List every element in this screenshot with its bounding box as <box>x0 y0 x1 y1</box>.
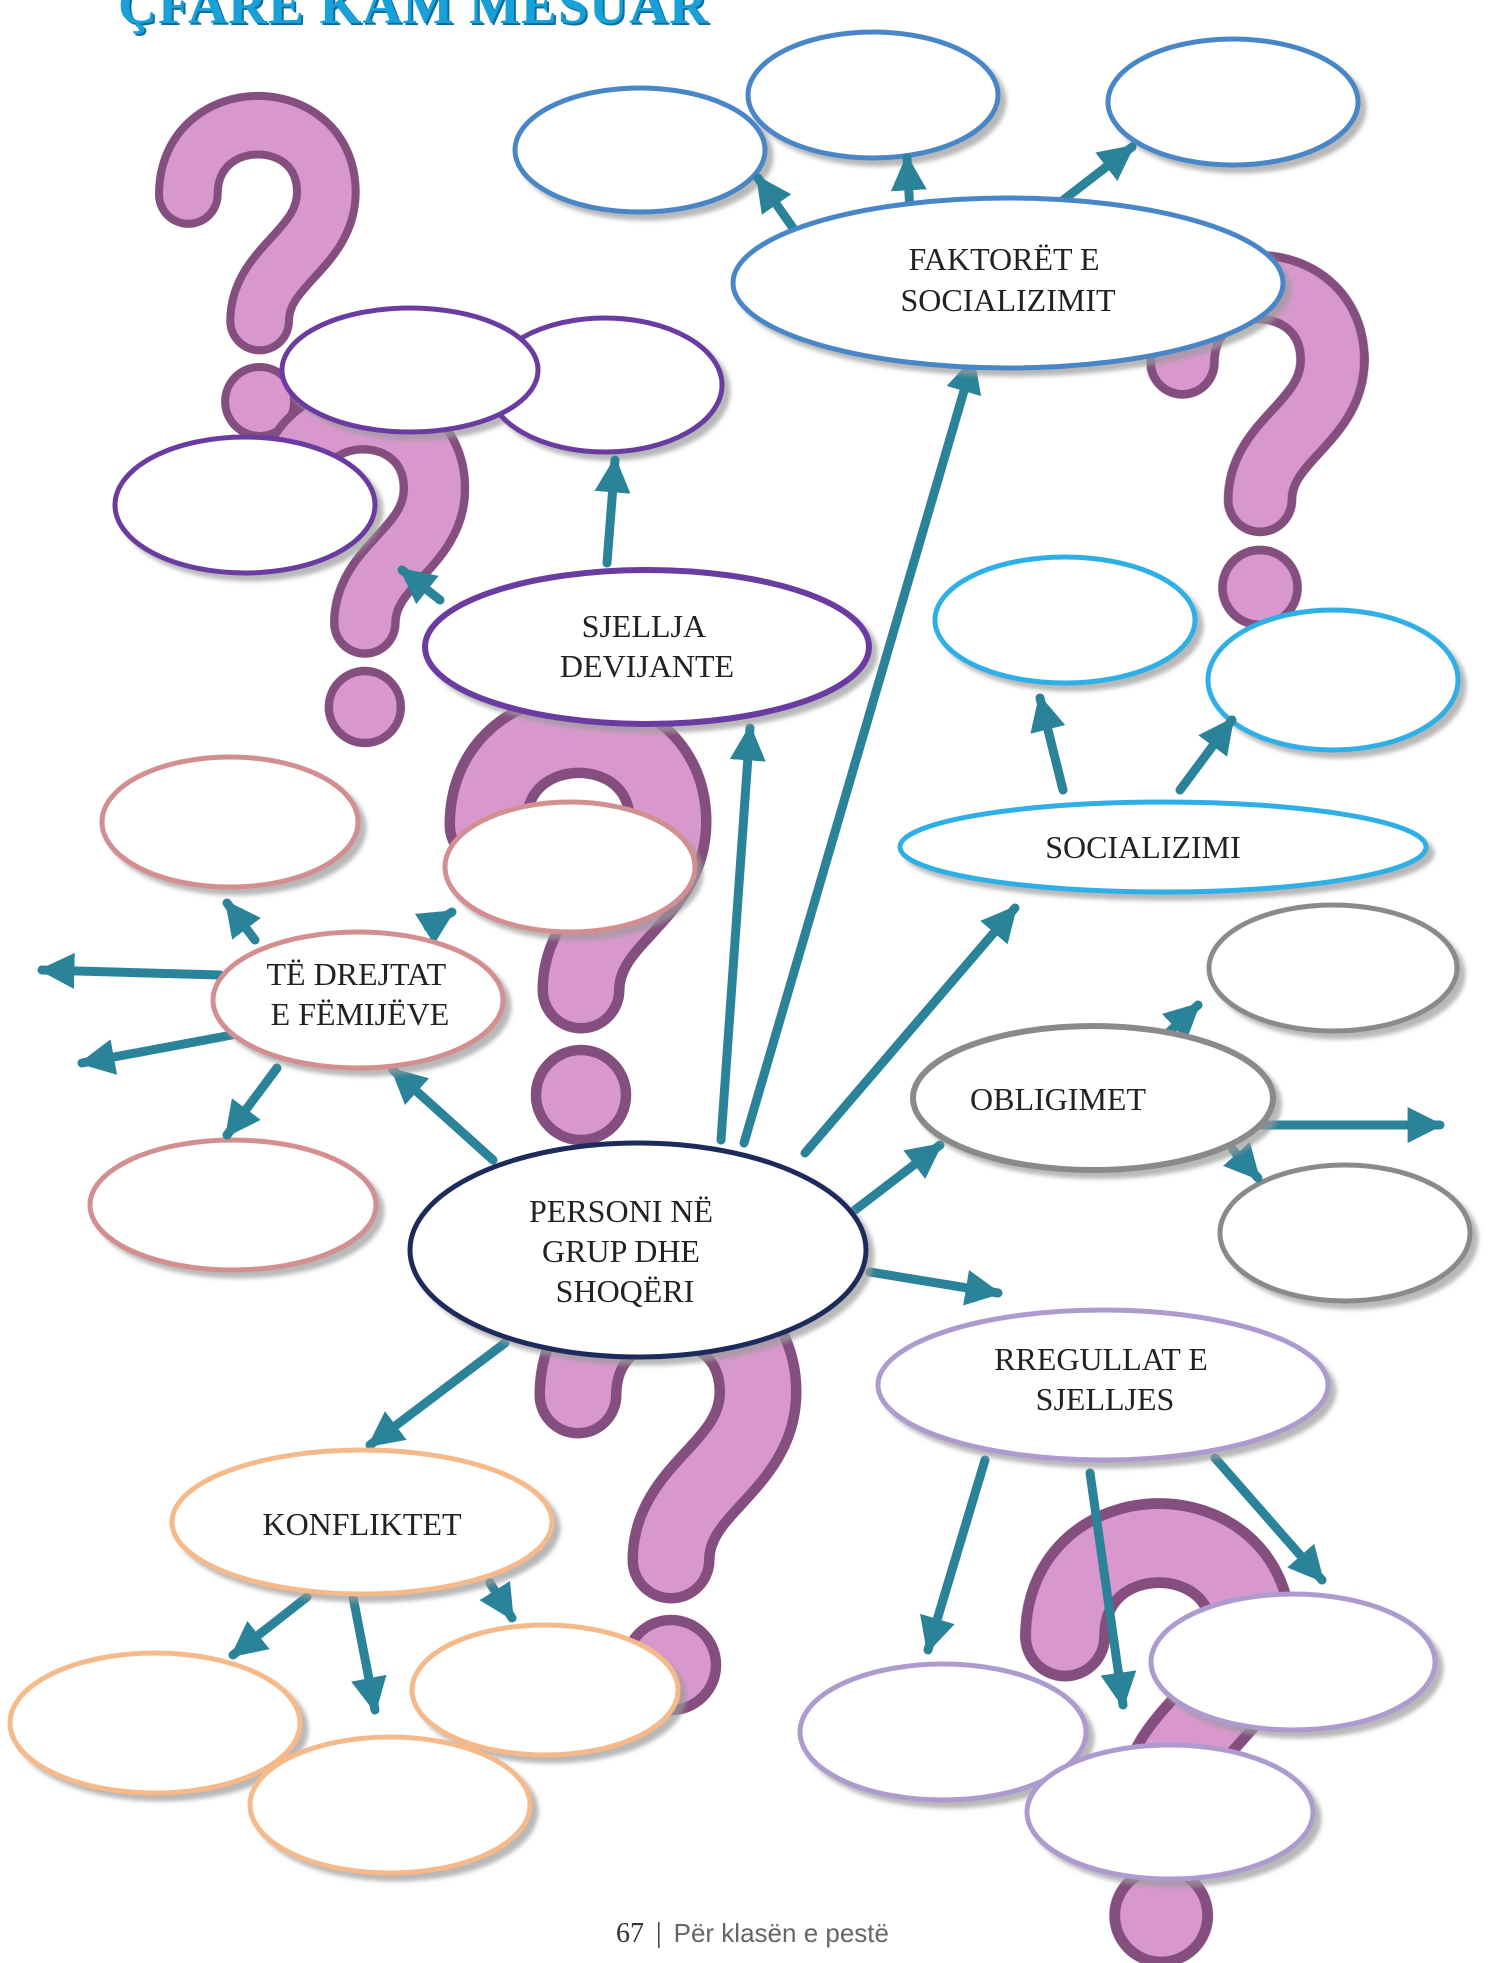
arrow-icon <box>222 898 261 945</box>
arrow-icon <box>739 355 982 1148</box>
arrow-icon <box>365 1338 510 1450</box>
sjellja-label: SJELLJA DEVIJANTE <box>560 608 734 684</box>
footer-text: Për klasën e pestë <box>673 1918 889 1948</box>
category-nodes <box>169 195 1429 1597</box>
page-footer: 67 | Për klasën e pestë <box>0 1918 1505 1950</box>
obligimet-label: OBLIGIMET <box>970 1081 1146 1117</box>
arrow-icon <box>222 1063 282 1140</box>
arrow-icon <box>920 1455 990 1655</box>
answer-bubble[interactable] <box>1148 1591 1438 1733</box>
answer-bubble[interactable] <box>279 305 541 435</box>
arrow-icon <box>37 952 225 989</box>
answer-bubble[interactable] <box>7 1650 303 1796</box>
arrow-icon <box>1175 715 1237 795</box>
arrows <box>37 142 1445 1715</box>
question-mark-icon <box>488 735 668 1140</box>
arrow-icon <box>1085 1468 1137 1710</box>
footer-separator: | <box>656 1918 662 1949</box>
socializimi-node[interactable] <box>897 799 1429 895</box>
drejtat-label: TË DREJTAT E FËMIJËVE <box>266 956 453 1032</box>
answer-bubble[interactable] <box>87 1137 379 1273</box>
arrow-icon <box>1222 1141 1263 1183</box>
faktoret-label: FAKTORËT E SOCIALIZIMIT <box>900 241 1116 318</box>
konfliktet-node[interactable] <box>169 1447 555 1597</box>
obligimet-node[interactable] <box>910 1023 1276 1173</box>
rregullat-node[interactable] <box>875 1307 1331 1463</box>
arrow-icon <box>1030 693 1068 795</box>
answer-bubble[interactable] <box>1105 36 1361 168</box>
center-label: PERSONI NË GRUP DHE SHOQËRI <box>529 1193 721 1309</box>
page-title: ÇFARË KAM MËSUAR <box>118 0 709 35</box>
arrow-icon <box>800 903 1020 1158</box>
answer-bubble[interactable] <box>99 754 361 890</box>
answer-bubble[interactable] <box>1217 1162 1473 1304</box>
arrow-icon <box>716 723 766 1145</box>
arrow-icon <box>850 1140 945 1215</box>
answer-bubble[interactable] <box>1205 607 1461 753</box>
answer-bubble[interactable] <box>247 1734 533 1876</box>
arrow-icon <box>348 1592 387 1715</box>
node-labels: FAKTORËT E SOCIALIZIMIT SJELLJA DEVIJANT… <box>262 241 1240 1542</box>
rregullat-label: RREGULLAT E SJELLJES <box>994 1341 1216 1417</box>
answer-bubble[interactable] <box>932 554 1198 686</box>
arrow-icon <box>865 1267 1003 1306</box>
center-node[interactable] <box>407 1140 869 1360</box>
answer-bubble[interactable] <box>409 1622 681 1758</box>
arrow-icon <box>594 455 631 568</box>
answer-bubble[interactable] <box>1206 902 1460 1034</box>
arrow-icon <box>414 907 457 945</box>
answer-bubble[interactable] <box>512 85 768 215</box>
answer-bubbles <box>7 29 1473 1882</box>
arrow-icon <box>397 565 445 605</box>
konfliktet-label: KONFLIKTET <box>262 1506 462 1542</box>
faktoret-node[interactable] <box>730 195 1286 371</box>
answer-bubble[interactable] <box>442 799 698 935</box>
socializimi-label: SOCIALIZIMI <box>1045 829 1241 865</box>
answer-bubble[interactable] <box>797 1661 1089 1803</box>
answer-bubble[interactable] <box>112 434 378 576</box>
arrow-icon <box>388 1065 498 1165</box>
arrow-icon <box>77 1030 237 1075</box>
arrow-icon <box>1210 1453 1327 1585</box>
drejtat-node[interactable] <box>210 929 506 1071</box>
arrow-icon <box>228 1592 312 1660</box>
arrow-icon <box>479 1578 517 1623</box>
answer-bubble[interactable] <box>1024 1742 1316 1882</box>
sjellja-node[interactable] <box>422 567 872 727</box>
page-number: 67 <box>616 1918 645 1949</box>
answer-bubble[interactable] <box>745 29 1001 161</box>
arrow-icon <box>753 173 798 233</box>
